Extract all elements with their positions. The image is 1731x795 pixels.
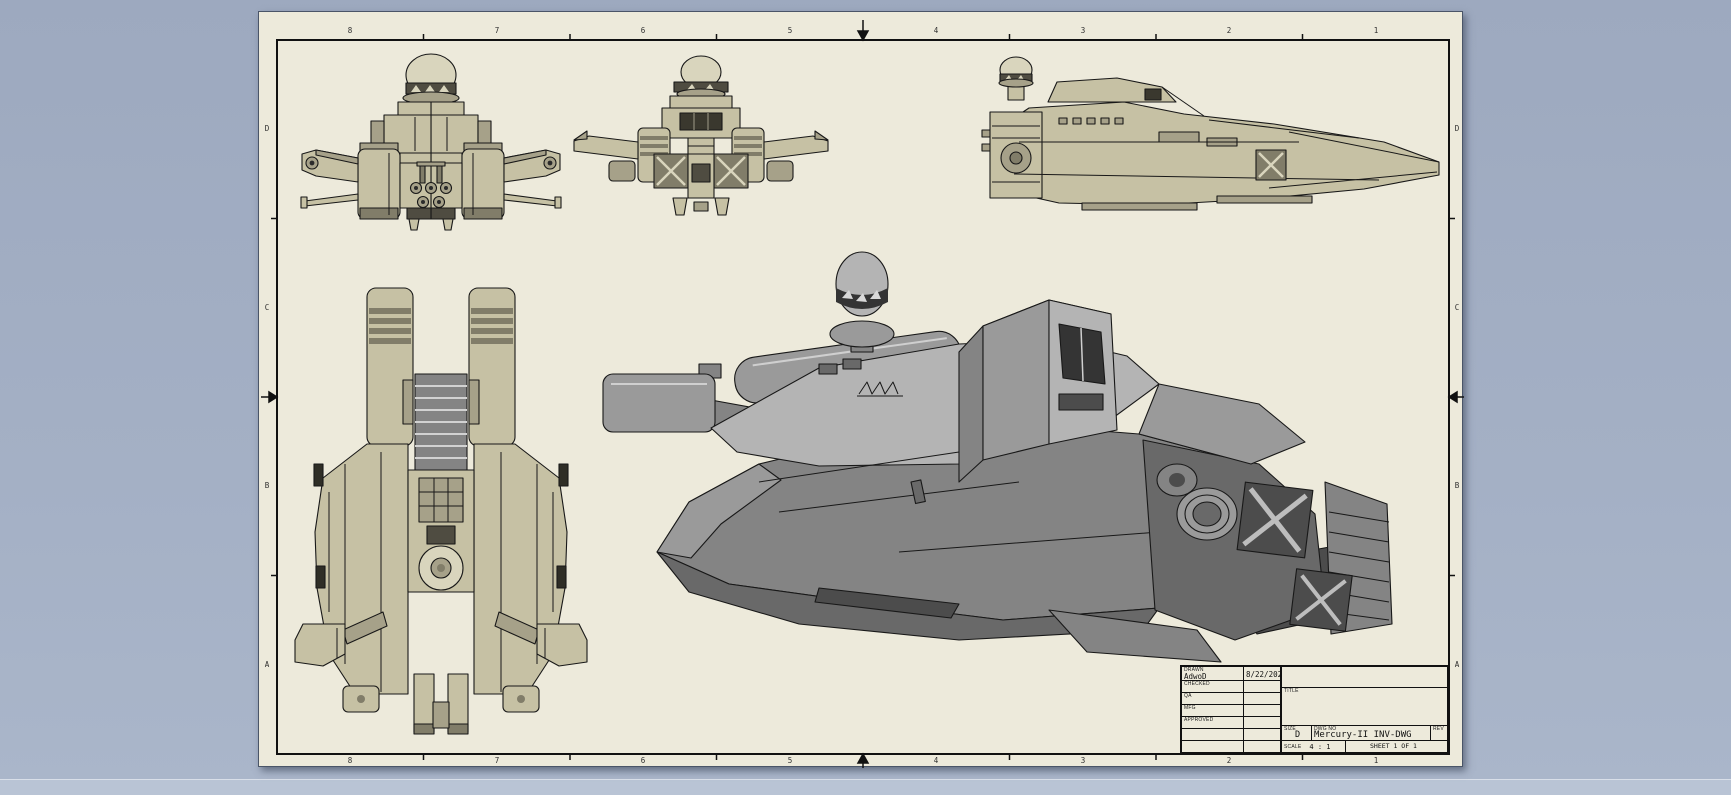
size-value: D xyxy=(1294,730,1301,740)
top-view-drawing[interactable] xyxy=(294,287,588,735)
zone-label-left-c: C xyxy=(264,303,270,312)
rev-cell: REV xyxy=(1430,726,1447,740)
zone-label-bottom-1: 1 xyxy=(1373,756,1379,765)
drawn-value: AdwoD xyxy=(1184,672,1207,680)
sheet-value: SHEET 1 OF 1 xyxy=(1370,742,1417,750)
iso-nose-wedge xyxy=(656,463,782,559)
center-arrow-left xyxy=(261,390,279,404)
title-label: TITLE xyxy=(1284,688,1299,694)
approved-label: APPROVED xyxy=(1184,717,1214,723)
top-tail xyxy=(413,673,469,735)
rear-view-drawing[interactable] xyxy=(572,55,830,216)
sensor-dome-front xyxy=(402,53,460,105)
front-hull-details xyxy=(409,161,453,209)
iso-belly-fin xyxy=(1048,609,1222,663)
scale-cell: SCALE 4 : 1 xyxy=(1282,741,1346,752)
isometric-view-drawing[interactable] xyxy=(602,251,1393,663)
zone-label-right-b: B xyxy=(1454,481,1460,490)
zone-label-top-1: 1 xyxy=(1373,26,1379,35)
checked-label: CHECKED xyxy=(1184,681,1210,687)
zone-label-top-6: 6 xyxy=(640,26,646,35)
drawn-label: DRAWN xyxy=(1184,667,1204,673)
center-arrow-bottom xyxy=(856,752,870,768)
side-deckhouse xyxy=(1047,77,1205,117)
side-panel-details xyxy=(1013,117,1440,211)
title-block-row-mfg: MFG xyxy=(1182,705,1280,717)
sheet-graphics: .o{stroke:#181818;stroke-width:1.1;strok… xyxy=(261,20,1464,768)
title-block-row-drawn: DRAWN AdwoD 8/22/2021 xyxy=(1182,667,1280,681)
zone-label-left-b: B xyxy=(264,481,270,490)
sensor-dome-rear xyxy=(673,55,729,100)
zone-label-bottom-5: 5 xyxy=(787,756,793,765)
size-cell: SIZE D xyxy=(1282,726,1312,740)
side-engine-stack xyxy=(981,111,1043,199)
iso-deck-details xyxy=(758,358,1160,553)
title-block-row-empty-1 xyxy=(1182,729,1280,741)
title-block-main-column: TITLE SIZE D DWG NO Mercury-II INV-DWG R… xyxy=(1282,667,1447,752)
scale-label: SCALE xyxy=(1284,743,1302,750)
rear-hull-details xyxy=(672,137,730,216)
rev-label: REV xyxy=(1433,726,1444,732)
drawing-sheet[interactable]: .o{stroke:#181818;stroke-width:1.1;strok… xyxy=(258,11,1464,768)
dwg-no-cell: DWG NO Mercury-II INV-DWG xyxy=(1312,726,1430,740)
size-label: SIZE xyxy=(1284,726,1296,732)
iso-chine xyxy=(656,551,1160,641)
iso-canard xyxy=(602,363,722,433)
zone-label-bottom-4: 4 xyxy=(933,756,939,765)
dwg-no-value: Mercury-II INV-DWG xyxy=(1314,730,1412,740)
zone-label-top-3: 3 xyxy=(1080,26,1086,35)
zone-label-top-4: 4 xyxy=(933,26,939,35)
title-block-row-qa: QA xyxy=(1182,693,1280,705)
title-block-row-checked: CHECKED xyxy=(1182,681,1280,693)
zone-label-top-5: 5 xyxy=(787,26,793,35)
title-block-row-empty-2 xyxy=(1182,741,1280,752)
title-block-row-approved: APPROVED xyxy=(1182,717,1280,729)
zone-label-bottom-7: 7 xyxy=(494,756,500,765)
zone-label-right-c: C xyxy=(1454,303,1460,312)
center-arrow-right xyxy=(1447,390,1464,404)
title-block-title-box: TITLE xyxy=(1282,688,1447,726)
zone-label-right-d: D xyxy=(1454,124,1460,133)
drawn-date: 8/22/2021 xyxy=(1246,669,1280,679)
side-view-drawing[interactable] xyxy=(981,56,1440,211)
title-block-signoff-column: DRAWN AdwoD 8/22/2021 CHECKED QA MFG xyxy=(1182,667,1282,752)
window-bottom-band xyxy=(0,779,1731,795)
zone-label-bottom-8: 8 xyxy=(347,756,353,765)
qa-label: QA xyxy=(1184,693,1192,699)
top-dome xyxy=(418,545,464,591)
zone-label-top-7: 7 xyxy=(494,26,500,35)
zone-label-top-2: 2 xyxy=(1226,26,1232,35)
iso-engine-cluster xyxy=(1138,383,1393,641)
dwg-no-label: DWG NO xyxy=(1314,726,1337,732)
zone-label-left-a: A xyxy=(264,660,270,669)
sensor-dome-side xyxy=(998,56,1034,101)
center-arrow-top xyxy=(856,20,870,42)
title-block-blank-box xyxy=(1282,667,1447,688)
front-view-drawing[interactable] xyxy=(300,53,562,231)
zone-label-bottom-6: 6 xyxy=(640,756,646,765)
zone-label-left-d: D xyxy=(264,124,270,133)
sheet-cell: SHEET 1 OF 1 xyxy=(1346,741,1447,752)
zone-label-right-a: A xyxy=(1454,660,1460,669)
zone-label-bottom-2: 2 xyxy=(1226,756,1232,765)
title-block[interactable]: DRAWN AdwoD 8/22/2021 CHECKED QA MFG xyxy=(1180,665,1449,754)
scale-value: 4 : 1 xyxy=(1309,742,1331,751)
iso-sensor-dome xyxy=(829,251,895,353)
zone-label-bottom-3: 3 xyxy=(1080,756,1086,765)
rear-cab xyxy=(661,95,741,139)
iso-skid xyxy=(814,587,960,619)
iso-cockpit xyxy=(958,299,1118,483)
mfg-label: MFG xyxy=(1184,705,1196,711)
zone-label-top-8: 8 xyxy=(347,26,353,35)
